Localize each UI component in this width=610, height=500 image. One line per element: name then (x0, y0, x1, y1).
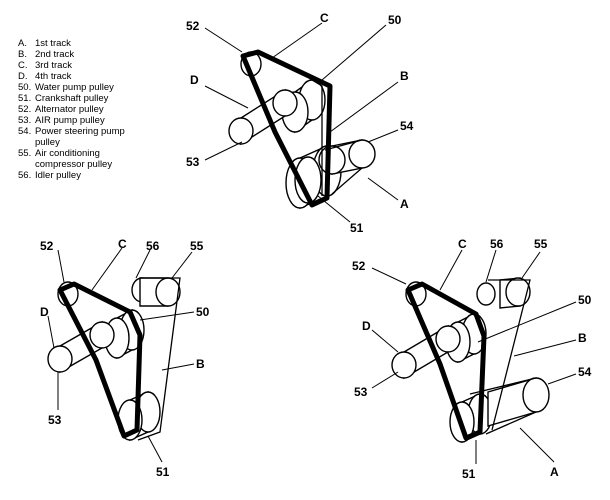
power-steering-pump-pulley (487, 377, 550, 427)
legend-item: 55.Air conditioning compressor pulley (18, 148, 113, 170)
callout-50: 50 (388, 13, 402, 27)
air-conditioning-compressor-pulley (139, 277, 181, 307)
belt-track-b (311, 79, 323, 196)
belt-track-b (488, 279, 531, 431)
callout-50: 50 (578, 293, 592, 307)
callout-b: B (578, 331, 587, 345)
belt-track-a (324, 139, 363, 195)
air-pump-pulley (391, 324, 461, 380)
callout-c: C (320, 11, 329, 25)
leaders-left (47, 247, 195, 463)
callout-d: D (40, 305, 49, 319)
callout-50: 50 (196, 305, 210, 319)
callout-53: 53 (354, 385, 368, 399)
diagram-bottom-left: 52 C 56 55 D 50 B 53 51 (40, 237, 210, 479)
legend-item: D.4th track (18, 71, 72, 82)
callouts-right: C 56 55 52 50 D B 53 54 51 A (352, 237, 592, 481)
leaders-right (371, 249, 577, 464)
callout-52: 52 (40, 239, 54, 253)
callout-54: 54 (400, 119, 414, 133)
callout-a: A (550, 465, 559, 479)
leaders-top (204, 22, 399, 223)
callout-c: C (458, 237, 467, 251)
legend-item: 53.AIR pump pulley (18, 115, 105, 126)
callout-51: 51 (350, 221, 364, 235)
callout-54: 54 (578, 365, 592, 379)
callout-53: 53 (186, 155, 200, 169)
callouts-top: 52 C 50 D B 54 53 A 51 (186, 11, 414, 235)
callouts-left: 52 C 56 55 D 50 B 53 51 (40, 237, 210, 479)
diagram-bottom-right: C 56 55 52 50 D B 53 54 51 A (352, 237, 592, 481)
belt-track-c (240, 49, 333, 208)
callout-51: 51 (156, 465, 170, 479)
legend-item: B.2nd track (18, 49, 75, 60)
legend-item: 54.Power steering pump pulley (18, 126, 125, 148)
water-pump-pulley (445, 312, 487, 364)
air-pump-pulley (228, 88, 298, 146)
callout-53: 53 (48, 413, 62, 427)
idler-pulley (476, 282, 496, 306)
legend: A.1st track B.2nd track C.3rd track D.4t… (18, 38, 125, 181)
air-conditioning-compressor-pulley (499, 277, 531, 309)
callout-55: 55 (534, 237, 548, 251)
belt-track-a (469, 377, 537, 435)
callout-d: D (190, 73, 199, 87)
legend-item: 52.Alternator pulley (18, 104, 104, 115)
callout-b: B (196, 357, 205, 371)
callout-55: 55 (190, 239, 204, 253)
callout-51: 51 (462, 467, 476, 481)
belt-track-c (57, 281, 143, 439)
air-pump-pulley (47, 320, 115, 374)
callout-56: 56 (146, 239, 160, 253)
callout-d: D (362, 319, 371, 333)
callout-52: 52 (186, 19, 200, 33)
legend-item: C.3rd track (18, 60, 72, 71)
belt-track-b (137, 277, 181, 441)
callout-b: B (400, 69, 409, 83)
legend-item: A.1st track (18, 38, 71, 49)
legend-item: 50.Water pump pulley (18, 82, 114, 93)
legend-item: 56.Idler pulley (18, 170, 81, 181)
callout-56: 56 (490, 237, 504, 251)
diagram-top: 52 C 50 D B 54 53 A 51 (186, 11, 414, 235)
legend-item: 51.Crankshaft pulley (18, 93, 109, 104)
callout-52: 52 (352, 259, 366, 273)
belt-track-c (405, 281, 487, 441)
callout-a: A (400, 197, 409, 211)
callout-c: C (118, 237, 127, 251)
